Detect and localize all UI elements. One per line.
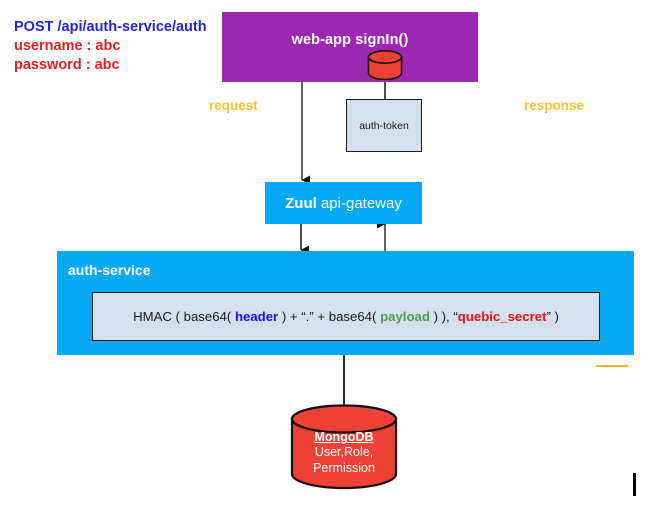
formula-prefix: HMAC ( base64(	[133, 309, 235, 324]
flow-label-request: request	[209, 98, 258, 113]
amber-underline-artifact	[596, 365, 628, 367]
request-method-line: POST /api/auth-service/auth	[14, 19, 207, 35]
zuul-gateway-node[interactable]: Zuul api-gateway	[265, 182, 422, 224]
formula-secret-token: quebic_secret	[457, 309, 547, 324]
auth-token-label: auth-token	[359, 119, 409, 132]
mongodb-node[interactable]: MongoDB User,Role, Permission	[290, 404, 398, 490]
mongodb-cylinder-icon	[290, 404, 398, 490]
request-annotation: POST /api/auth-service/auth username : a…	[14, 18, 207, 75]
auth-token-node[interactable]: auth-token	[346, 99, 422, 152]
text-cursor-caret	[633, 473, 636, 496]
request-password-line: password : abc	[14, 57, 120, 74]
hmac-formula-box: HMAC ( base64( header ) + “.” + base64( …	[92, 292, 600, 341]
formula-payload-token: payload	[380, 309, 430, 324]
flow-label-response: response	[524, 98, 585, 113]
request-username-line: username : abc	[14, 38, 121, 55]
webapp-title: web-app signIn()	[291, 32, 409, 48]
formula-header-token: header	[234, 309, 279, 324]
zuul-name: Zuul	[285, 194, 317, 212]
zuul-gateway-label: Zuul api-gateway	[285, 195, 402, 212]
zuul-role: api-gateway	[320, 194, 402, 212]
formula-middle-1: ) + “.” + base64(	[278, 309, 381, 324]
formula-middle-2: ) ), “	[429, 309, 458, 324]
auth-service-title: auth-service	[68, 262, 151, 278]
database-cylinder-icon	[367, 50, 403, 80]
auth-service-node[interactable]: auth-service HMAC ( base64( header ) + “…	[57, 251, 634, 355]
webapp-node[interactable]: web-app signIn()	[222, 12, 478, 82]
formula-suffix: ” )	[546, 309, 559, 324]
hmac-formula-text: HMAC ( base64( header ) + “.” + base64( …	[133, 309, 559, 324]
